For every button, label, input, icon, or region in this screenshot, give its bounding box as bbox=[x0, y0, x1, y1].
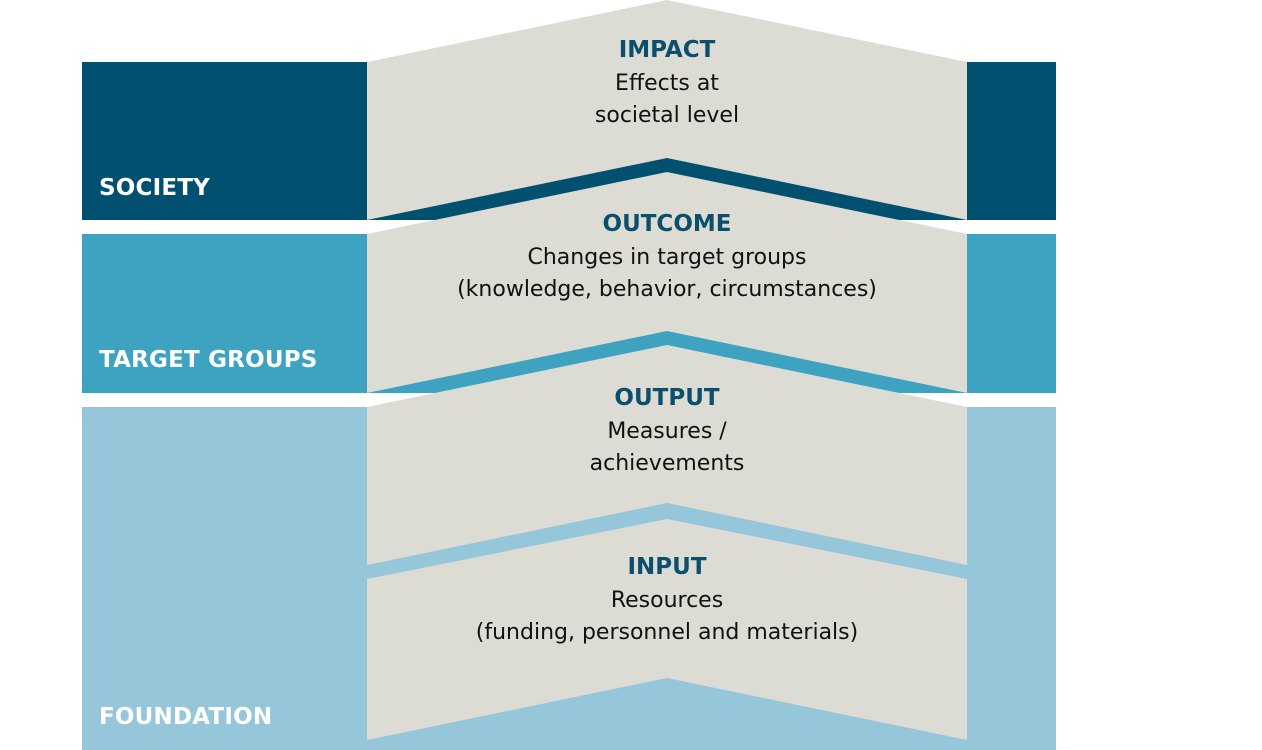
output-level: OUTPUT Measures / achievements bbox=[367, 384, 967, 480]
impact-line-2: societal level bbox=[594, 103, 740, 128]
output-title: OUTPUT bbox=[614, 385, 720, 411]
outcome-chevron bbox=[367, 172, 967, 393]
outcome-line-2: (knowledge, behavior, circumstances) bbox=[457, 277, 877, 302]
foundation-label: FOUNDATION bbox=[99, 704, 273, 730]
impact-line-1: Effects at bbox=[615, 71, 719, 96]
input-title: INPUT bbox=[627, 554, 707, 580]
society-label: SOCIETY bbox=[99, 175, 211, 201]
output-line-1: Measures / bbox=[607, 419, 727, 444]
outcome-line-1: Changes in target groups bbox=[527, 245, 807, 270]
target-groups-label: TARGET GROUPS bbox=[99, 347, 318, 373]
input-line-2: (funding, personnel and materials) bbox=[475, 620, 859, 645]
impact-chevron bbox=[367, 0, 967, 220]
output-chevron bbox=[367, 345, 967, 565]
impact-level: IMPACT Effects at societal level bbox=[367, 36, 967, 132]
output-line-2: achievements bbox=[589, 451, 745, 476]
input-level: INPUT Resources (funding, personnel and … bbox=[367, 553, 967, 649]
impact-title: IMPACT bbox=[618, 37, 716, 63]
input-chevron bbox=[367, 519, 967, 740]
input-line-1: Resources bbox=[610, 588, 724, 613]
outcome-level: OUTCOME Changes in target groups (knowle… bbox=[367, 210, 967, 306]
outcome-title: OUTCOME bbox=[602, 211, 732, 237]
